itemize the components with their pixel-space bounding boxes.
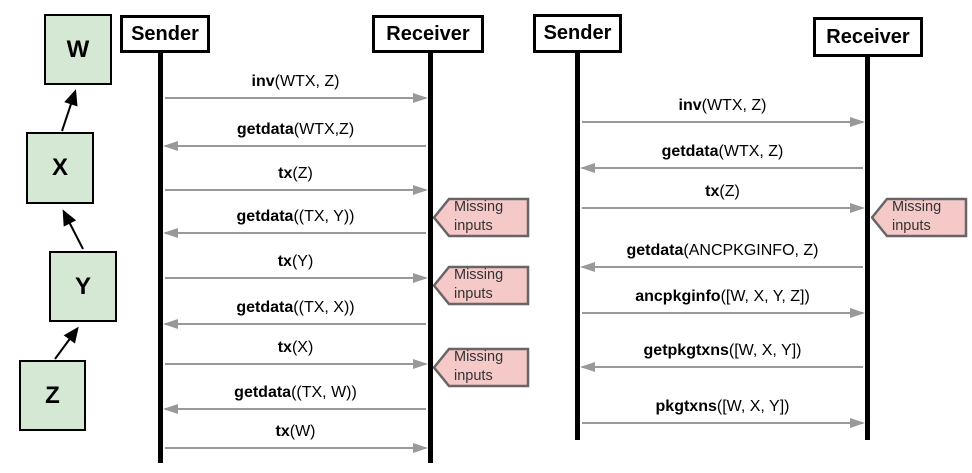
message-label: getdata((TX, Y)) bbox=[236, 208, 355, 225]
sender-lifeline bbox=[158, 53, 163, 463]
missing-inputs-callout: Missing inputs bbox=[433, 197, 530, 238]
message-arrow-line bbox=[165, 97, 426, 99]
chain-arrow-x-to-w bbox=[61, 89, 78, 132]
callout-shape bbox=[871, 197, 968, 237]
arrow-left-icon bbox=[580, 261, 595, 272]
callout-shape bbox=[433, 347, 530, 387]
message-label: getdata((TX, W)) bbox=[234, 384, 357, 401]
arrow-left-icon bbox=[163, 318, 178, 329]
message-label: getpkgtxns([W, X, Y]) bbox=[643, 342, 802, 359]
receiver-header: Receiver bbox=[372, 15, 484, 53]
tx-node-w: W bbox=[44, 14, 112, 85]
message-label: ancpkginfo([W, X, Y, Z]) bbox=[635, 288, 810, 305]
receiver-lifeline bbox=[865, 57, 870, 440]
arrow-right-icon bbox=[850, 307, 865, 318]
arrow-right-icon bbox=[413, 358, 428, 369]
arrow-left-icon bbox=[580, 361, 595, 372]
message-label: inv(WTX, Z) bbox=[251, 73, 340, 90]
arrow-left-icon bbox=[163, 140, 178, 151]
message-arrow-line bbox=[582, 207, 863, 209]
message-label: getdata(WTX,Z) bbox=[236, 121, 355, 138]
message-arrow-line bbox=[165, 145, 426, 147]
message-label: inv(WTX, Z) bbox=[678, 97, 767, 114]
sender-header: Sender bbox=[120, 15, 210, 53]
chain-arrow-z-to-y bbox=[54, 326, 79, 360]
message-arrow-line bbox=[165, 408, 426, 410]
callout-shape bbox=[433, 197, 530, 237]
arrow-right-icon bbox=[413, 92, 428, 103]
receiver-header: Receiver bbox=[813, 17, 923, 57]
message-label: getdata((TX, X)) bbox=[236, 299, 355, 316]
arrow-right-icon bbox=[850, 116, 865, 127]
callout-text: Missing inputs bbox=[454, 348, 504, 384]
message-arrow-line bbox=[165, 189, 426, 191]
message-arrow-line bbox=[165, 277, 426, 279]
message-arrow-line bbox=[165, 447, 426, 449]
message-label: tx(W) bbox=[275, 423, 316, 440]
missing-inputs-callout: Missing inputs bbox=[871, 197, 968, 238]
message-label: tx(Z) bbox=[278, 165, 313, 182]
chain-arrow-y-to-x bbox=[62, 209, 84, 250]
receiver-lifeline bbox=[428, 53, 433, 463]
tx-node-y: Y bbox=[49, 251, 117, 322]
message-label: tx(Z) bbox=[705, 183, 740, 200]
arrow-right-icon bbox=[413, 442, 428, 453]
callout-text: Missing inputs bbox=[454, 266, 504, 302]
arrow-right-icon bbox=[850, 417, 865, 428]
missing-inputs-callout: Missing inputs bbox=[433, 265, 530, 306]
arrow-left-icon bbox=[163, 403, 178, 414]
arrow-left-icon bbox=[580, 162, 595, 173]
message-arrow-line bbox=[165, 363, 426, 365]
callout-text: Missing inputs bbox=[892, 198, 942, 234]
message-arrow-line bbox=[165, 232, 426, 234]
callout-text: Missing inputs bbox=[454, 198, 504, 234]
message-arrow-line bbox=[582, 266, 863, 268]
arrow-right-icon bbox=[413, 184, 428, 195]
sender-lifeline bbox=[575, 53, 580, 440]
message-arrow-line bbox=[582, 422, 863, 424]
message-label: getdata(ANCPKGINFO, Z) bbox=[626, 242, 819, 259]
arrow-right-icon bbox=[850, 202, 865, 213]
message-label: tx(Y) bbox=[277, 253, 314, 270]
arrow-right-icon bbox=[413, 272, 428, 283]
message-arrow-line bbox=[582, 312, 863, 314]
message-arrow-line bbox=[582, 121, 863, 123]
tx-node-z: Z bbox=[19, 360, 86, 431]
message-arrow-line bbox=[582, 167, 863, 169]
message-label: pkgtxns([W, X, Y]) bbox=[655, 398, 790, 415]
message-arrow-line bbox=[165, 323, 426, 325]
message-label: getdata(WTX, Z) bbox=[661, 143, 784, 160]
sender-header: Sender bbox=[533, 14, 622, 53]
arrow-left-icon bbox=[163, 227, 178, 238]
tx-node-x: X bbox=[26, 132, 94, 204]
missing-inputs-callout: Missing inputs bbox=[433, 347, 530, 388]
callout-shape bbox=[433, 265, 530, 305]
message-arrow-line bbox=[582, 366, 863, 368]
message-label: tx(X) bbox=[277, 339, 314, 356]
